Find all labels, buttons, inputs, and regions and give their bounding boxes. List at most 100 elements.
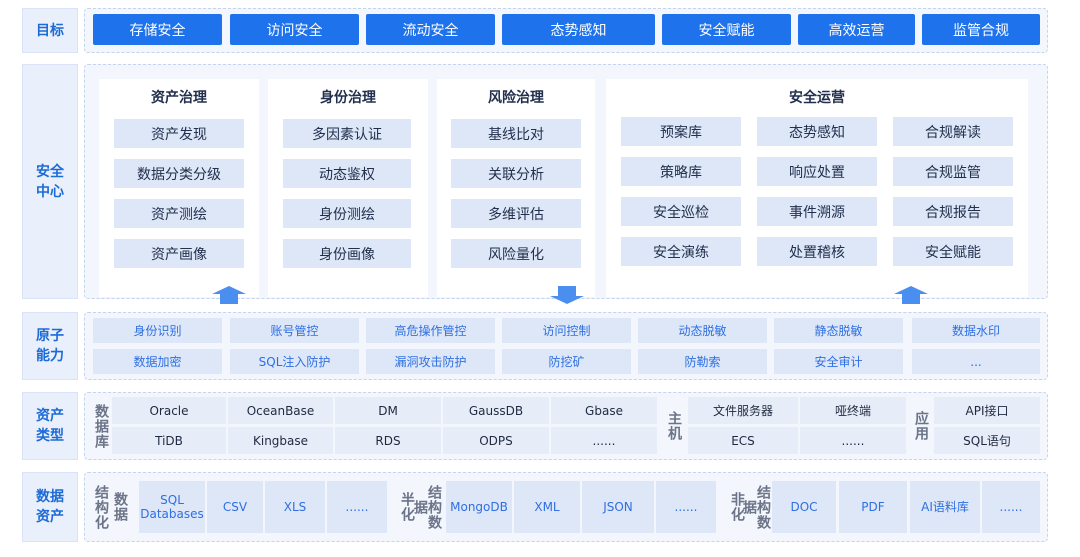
asset-governance-item: 资产发现 xyxy=(114,119,244,148)
host-category-label: 主机 xyxy=(666,411,682,441)
atomic-capability-item: 静态脱敏 xyxy=(774,318,903,343)
row-label-center-line2: 中心 xyxy=(36,183,64,200)
atomic-capability-item: 高危操作管控 xyxy=(366,318,495,343)
row-label-data-line1: 数据 xyxy=(36,489,64,505)
host-type-cell: ECS xyxy=(688,427,798,454)
atomic-capability-item: 防勒索 xyxy=(638,349,767,374)
down-arrow-icon xyxy=(550,286,584,304)
atomic-capability-item: 数据加密 xyxy=(93,349,222,374)
semi-structured-data-cell: MongoDB xyxy=(446,481,512,533)
goal-regulatory-compliance: 监管合规 xyxy=(922,14,1040,45)
database-type-cell: Kingbase xyxy=(228,427,333,454)
semi-structured-data-cell: XML xyxy=(514,481,580,533)
semi-structured-data-label-a: 半化 xyxy=(399,492,415,522)
identity-governance-title: 身份治理 xyxy=(320,90,376,106)
atomic-capability-item: 安全审计 xyxy=(774,349,903,374)
host-type-cell: 文件服务器 xyxy=(688,397,798,424)
structured-data-cell: ...... xyxy=(327,481,387,533)
application-type-cell: API接口 xyxy=(934,397,1040,424)
host-type-cell: ...... xyxy=(800,427,906,454)
security-operations-item: 预案库 xyxy=(621,117,741,146)
atomic-capability-item: 数据水印 xyxy=(912,318,1040,343)
database-type-cell: RDS xyxy=(335,427,441,454)
identity-governance-item: 动态鉴权 xyxy=(283,159,411,188)
atomic-capability-item: 账号管控 xyxy=(230,318,359,343)
row-label-atomic: 原子 能力 xyxy=(22,312,78,380)
security-operations-title: 安全运营 xyxy=(789,90,845,106)
database-type-cell: ...... xyxy=(551,427,657,454)
semi-structured-data-cell: ...... xyxy=(656,481,716,533)
database-type-cell: Gbase xyxy=(551,397,657,424)
structured-data-label-a: 结构化 xyxy=(93,484,109,530)
security-operations-item: 响应处置 xyxy=(757,157,877,186)
atomic-capability-item: 身份识别 xyxy=(93,318,222,343)
row-label-atomic-line1: 原子 xyxy=(36,328,64,344)
atomic-capability-item: 防挖矿 xyxy=(502,349,631,374)
structured-data-cell: CSV xyxy=(207,481,263,533)
row-label-data-assets: 数据 资产 xyxy=(22,472,78,542)
row-label-security-center: 安全 中心 xyxy=(22,64,78,299)
security-operations-item: 合规监管 xyxy=(893,157,1013,186)
unstructured-data-cell: ...... xyxy=(982,481,1040,533)
unstructured-data-label-b: 结构数据 xyxy=(741,484,771,530)
up-arrow-icon xyxy=(212,286,246,304)
goal-flow-security: 流动安全 xyxy=(366,14,495,45)
row-label-asset-line1: 资产 xyxy=(36,408,64,424)
application-type-cell: SQL语句 xyxy=(934,427,1040,454)
row-label-data-line2: 资产 xyxy=(36,509,64,525)
security-operations-item: 安全演练 xyxy=(621,237,741,266)
structured-data-cell: SQL Databases xyxy=(139,481,205,533)
goal-security-enablement: 安全赋能 xyxy=(662,14,791,45)
atomic-capability-item: 访问控制 xyxy=(502,318,631,343)
atomic-capability-item: 动态脱敏 xyxy=(638,318,767,343)
database-category-label: 数据库 xyxy=(93,403,109,449)
identity-governance-item: 身份画像 xyxy=(283,239,411,268)
risk-governance-item: 风险量化 xyxy=(451,239,581,268)
identity-governance-item: 身份测绘 xyxy=(283,199,411,228)
row-label-asset-line2: 类型 xyxy=(36,428,64,444)
unstructured-data-label-a: 非化 xyxy=(729,492,745,522)
security-operations-item: 合规解读 xyxy=(893,117,1013,146)
unstructured-data-cell: AI语料库 xyxy=(910,481,980,533)
database-type-cell: DM xyxy=(335,397,441,424)
row-label-center-line1: 安全 xyxy=(36,163,64,180)
asset-governance-item: 数据分类分级 xyxy=(114,159,244,188)
row-label-atomic-line2: 能力 xyxy=(36,348,64,364)
asset-governance-item: 资产测绘 xyxy=(114,199,244,228)
risk-governance-item: 基线比对 xyxy=(451,119,581,148)
row-label-goals: 目标 xyxy=(22,8,78,53)
identity-governance-item: 多因素认证 xyxy=(283,119,411,148)
database-type-cell: GaussDB xyxy=(443,397,549,424)
database-type-cell: Oracle xyxy=(112,397,226,424)
security-operations-item: 态势感知 xyxy=(757,117,877,146)
security-operations-item: 策略库 xyxy=(621,157,741,186)
risk-governance-item: 关联分析 xyxy=(451,159,581,188)
row-label-asset-types: 资产 类型 xyxy=(22,392,78,460)
security-operations-item: 安全巡检 xyxy=(621,197,741,226)
goal-storage-security: 存储安全 xyxy=(93,14,222,45)
database-type-cell: ODPS xyxy=(443,427,549,454)
unstructured-data-cell: DOC xyxy=(772,481,836,533)
database-type-cell: OceanBase xyxy=(228,397,333,424)
database-type-cell: TiDB xyxy=(112,427,226,454)
goal-efficient-operation: 高效运营 xyxy=(798,14,915,45)
asset-governance-title: 资产治理 xyxy=(151,90,207,106)
row-label-goals-text: 目标 xyxy=(36,22,64,39)
structured-data-label-b: 数据 xyxy=(112,492,128,522)
semi-structured-data-cell: JSON xyxy=(582,481,654,533)
semi-structured-data-label-b: 结构数据 xyxy=(412,484,442,530)
application-category-label: 应用 xyxy=(913,411,929,441)
goal-situational-awareness: 态势感知 xyxy=(502,14,655,45)
security-operations-item: 处置稽核 xyxy=(757,237,877,266)
security-operations-item: 事件溯源 xyxy=(757,197,877,226)
risk-governance-item: 多维评估 xyxy=(451,199,581,228)
up-arrow-icon xyxy=(894,286,928,304)
risk-governance-title: 风险治理 xyxy=(488,90,544,106)
atomic-capability-item: 漏洞攻击防护 xyxy=(366,349,495,374)
atomic-capability-item: ... xyxy=(912,349,1040,374)
security-operations-item: 合规报告 xyxy=(893,197,1013,226)
security-operations-item: 安全赋能 xyxy=(893,237,1013,266)
goal-access-security: 访问安全 xyxy=(230,14,359,45)
host-type-cell: 哑终端 xyxy=(800,397,906,424)
unstructured-data-cell: PDF xyxy=(839,481,907,533)
